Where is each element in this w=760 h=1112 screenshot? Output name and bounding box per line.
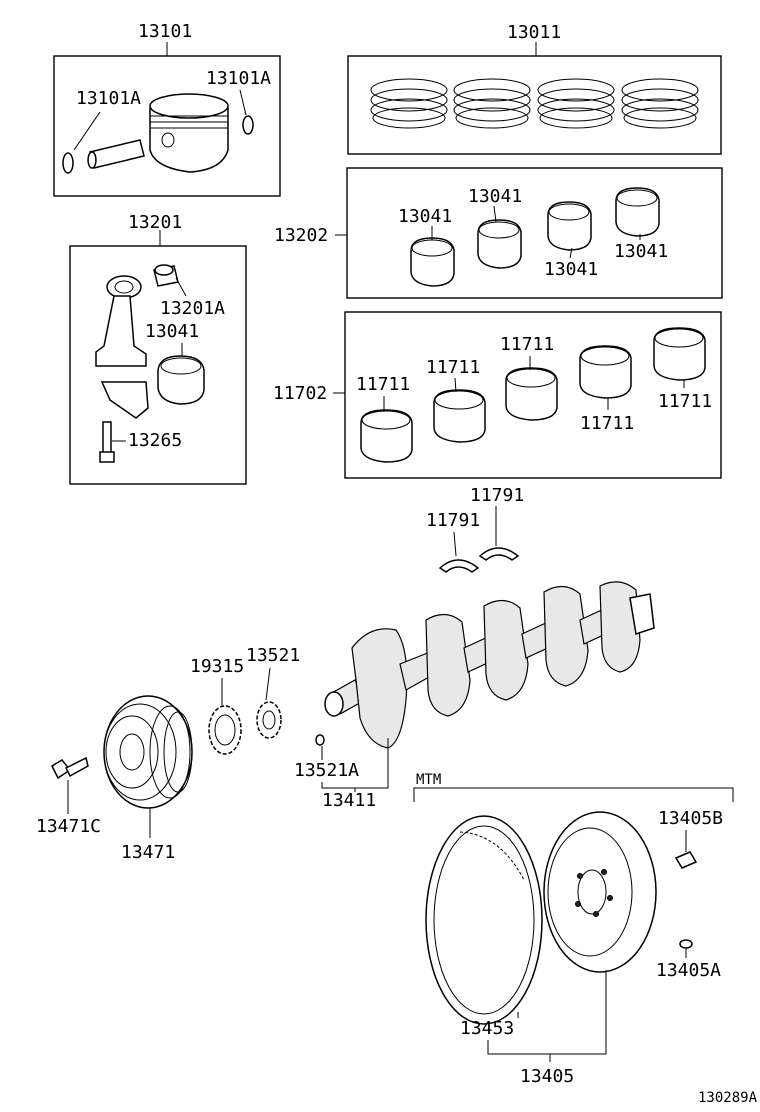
thrust-washer-lower-label[interactable]: 11791	[426, 510, 480, 531]
leader-bushing	[175, 277, 187, 297]
conrod-bearing-4-label[interactable]: 13041	[614, 241, 668, 262]
flywheel-label[interactable]: 13405	[520, 1066, 574, 1087]
crank-sprocket-icon	[256, 701, 282, 739]
conrod-bearing-2-label[interactable]: 13041	[468, 186, 522, 207]
flywheel-dowel-icon	[679, 939, 693, 949]
conrod-bearing-set-label[interactable]: 13202	[274, 225, 328, 246]
snap-ring-right-icon	[242, 115, 254, 135]
main-bearing-shell-4-icon	[579, 345, 632, 399]
conrod-bearing-shell-1-icon	[410, 237, 455, 287]
leader-tw-lower	[453, 531, 457, 557]
conrod-bearing-label[interactable]: 13041	[145, 321, 199, 342]
main-bearing-4-label[interactable]: 11711	[580, 413, 634, 434]
flywheel-bolt-icon	[674, 851, 698, 869]
conrod-group-frame	[69, 245, 247, 485]
leader-clip-left	[73, 111, 101, 151]
piston-ring-set-3-icon	[537, 78, 615, 129]
conrod-bushing-icon	[153, 264, 179, 287]
conrod-bearing-set-group: 13202 13041 13041 13041 13041	[274, 167, 723, 299]
thrust-washer-group: 11791 11791	[426, 485, 524, 573]
crank-pulley-group: 13471C 13471	[36, 695, 193, 863]
crank-key-icon	[315, 734, 325, 746]
crank-sprocket-label[interactable]: 13521	[246, 645, 300, 666]
piston-pin-clip-left-label[interactable]: 13101A	[76, 88, 141, 109]
leader-flywheel	[487, 970, 607, 1055]
piston-ring-set-4-icon	[621, 78, 699, 129]
conrod-bearing-shell-3-icon	[547, 201, 592, 251]
piston-pin-icon	[87, 139, 145, 169]
flywheel-group: MTM 13405B 13405A 13453 13405	[413, 772, 734, 1087]
leader-crank-sprocket	[265, 667, 271, 701]
leader-clip-right	[239, 89, 247, 116]
leader-cb2	[493, 205, 497, 223]
sprocket-group: 19315 13521	[190, 645, 300, 755]
main-bearing-3-label[interactable]: 11711	[500, 334, 554, 355]
leader-cb3	[569, 247, 573, 259]
conrod-group-label[interactable]: 13201	[128, 212, 182, 233]
oil-pump-drive-gear-icon	[208, 705, 242, 755]
piston-group-label[interactable]: 13101	[138, 21, 192, 42]
ring-gear-label[interactable]: 13453	[460, 1018, 514, 1039]
main-bearing-set-group: 11702 11711 11711 11711 11711 11711	[273, 311, 722, 479]
conrod-bolt-icon	[99, 421, 115, 463]
thrust-washer-upper-label[interactable]: 11791	[470, 485, 524, 506]
conrod-bearing-icon	[157, 355, 205, 405]
oil-pump-drive-label[interactable]: 19315	[190, 656, 244, 677]
flywheel-icon	[543, 811, 657, 973]
conrod-bolt-label[interactable]: 13265	[128, 430, 182, 451]
conrod-bearing-3-label[interactable]: 13041	[544, 259, 598, 280]
crankshaft-group: 13521A 13411	[294, 581, 655, 811]
main-bearing-2-label[interactable]: 11711	[426, 357, 480, 378]
pulley-bolt-icon	[51, 756, 89, 780]
mtm-bracket	[413, 787, 734, 802]
piston-group: 13101 13101A 13101A	[53, 21, 281, 197]
leader-mb2	[454, 377, 457, 393]
conrod-bushing-label[interactable]: 13201A	[160, 298, 225, 319]
conrod-bearing-shell-2-icon	[477, 219, 522, 269]
thrust-washer-lower-icon	[438, 559, 480, 573]
main-bearing-5-label[interactable]: 11711	[658, 391, 712, 412]
conrod-bearing-shell-4-icon	[615, 187, 660, 237]
piston-ring-set-1-icon	[370, 78, 448, 129]
crank-key-label[interactable]: 13521A	[294, 760, 359, 781]
snap-ring-left-icon	[62, 152, 74, 174]
main-bearing-shell-5-icon	[653, 327, 706, 381]
transmission-group-label[interactable]: MTM	[416, 772, 441, 788]
main-bearing-shell-3-icon	[505, 367, 558, 421]
figure-id-label: 130289A	[698, 1090, 758, 1106]
conrod-icon	[95, 275, 149, 419]
pulley-bolt-label[interactable]: 13471C	[36, 816, 101, 837]
crank-pulley-label[interactable]: 13471	[121, 842, 175, 863]
thrust-washer-upper-icon	[478, 547, 520, 561]
ring-set-group: 13011	[347, 22, 722, 155]
main-bearing-set-frame	[344, 311, 722, 479]
flywheel-dowel-label[interactable]: 13405A	[656, 960, 721, 981]
conrod-bearing-1-label[interactable]: 13041	[398, 206, 452, 227]
piston-icon	[149, 93, 229, 173]
main-bearing-set-label[interactable]: 11702	[273, 383, 327, 404]
conrod-group: 13201 13201A 13041 13265	[69, 212, 247, 485]
crank-pulley-icon	[103, 695, 193, 809]
crankshaft-label[interactable]: 13411	[322, 790, 376, 811]
main-bearing-1-label[interactable]: 11711	[356, 374, 410, 395]
crankshaft-icon	[324, 581, 655, 749]
ring-gear-icon	[425, 815, 543, 1025]
piston-ring-set-2-icon	[453, 78, 531, 129]
piston-pin-clip-right-label[interactable]: 13101A	[206, 68, 271, 89]
ring-set-frame	[347, 55, 722, 155]
ring-set-label[interactable]: 13011	[507, 22, 561, 43]
flywheel-bolt-label[interactable]: 13405B	[658, 808, 723, 829]
main-bearing-shell-1-icon	[360, 409, 413, 463]
main-bearing-shell-2-icon	[433, 389, 486, 443]
conrod-bearing-set-frame	[346, 167, 723, 299]
